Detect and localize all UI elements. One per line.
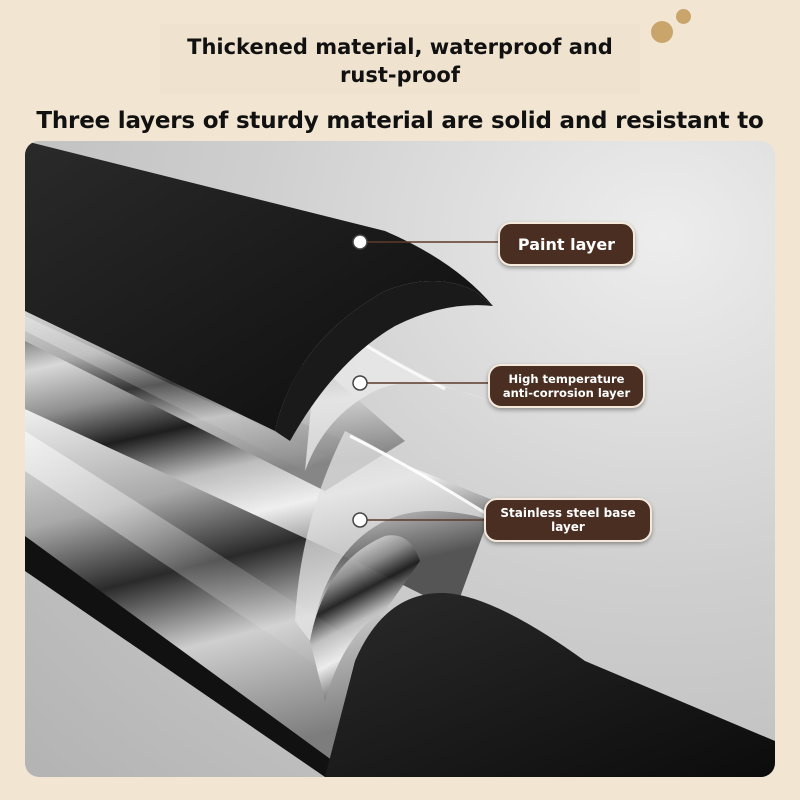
headline: Thickened material, waterproof and rust-…: [187, 35, 613, 87]
subheadline: Three layers of sturdy material are soli…: [36, 108, 764, 166]
decor-dot-large: [651, 21, 673, 43]
paint-layer-label: Paint layer: [498, 222, 635, 266]
corrosion-layer-label: High temperature anti-corrosion layer: [488, 364, 645, 408]
layered-pipe-illustration: [25, 141, 775, 777]
steel-base-layer-label: Stainless steel base layer: [484, 498, 652, 542]
header-band: [160, 24, 640, 94]
decor-dot-small: [676, 9, 691, 24]
product-cross-section-image: Paint layer High temperature anti-corros…: [25, 141, 775, 777]
